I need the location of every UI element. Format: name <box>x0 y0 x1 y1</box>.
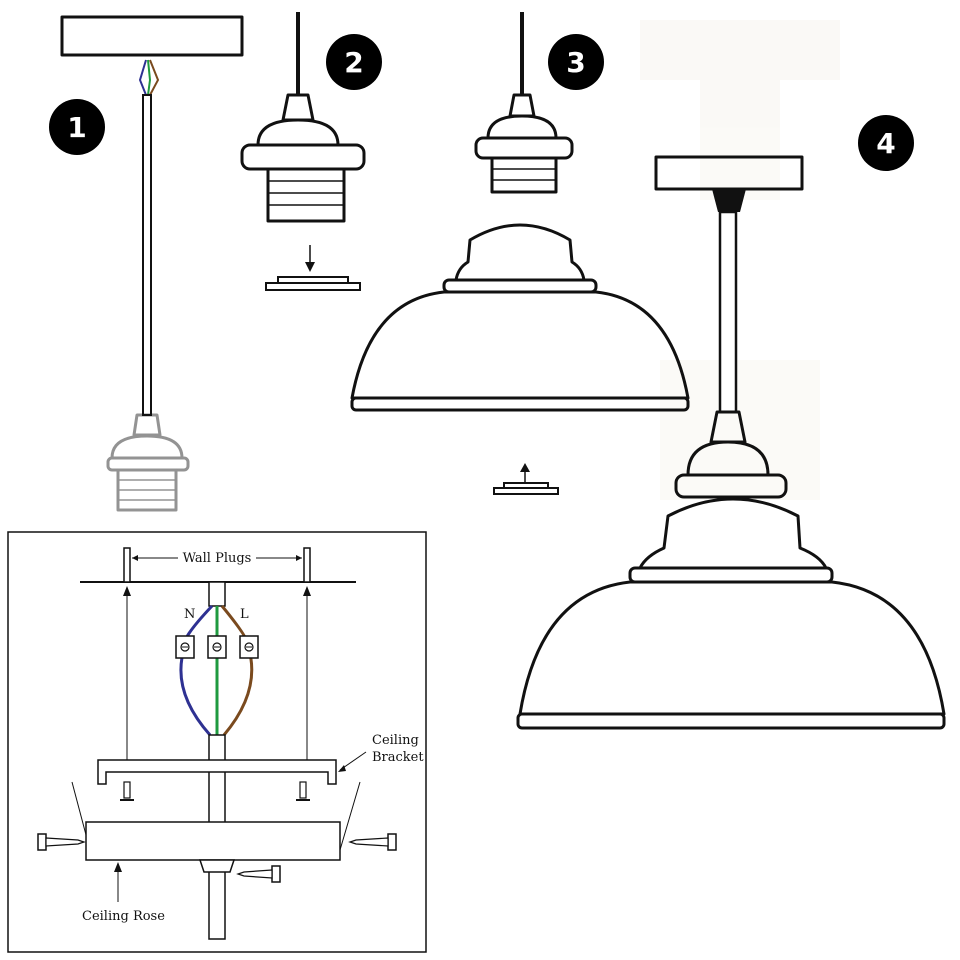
ceiling-bracket-label-line2: Bracket <box>372 750 424 765</box>
step-3-number: 3 <box>566 46 585 79</box>
holder-top <box>709 410 747 444</box>
step-4-number: 4 <box>876 127 895 160</box>
lamp-shade <box>350 223 690 412</box>
watermark <box>640 20 840 500</box>
lamp-shade <box>516 497 946 730</box>
holder-flange <box>240 143 366 171</box>
wall-plug-left <box>123 547 131 583</box>
holder-dome <box>256 118 340 147</box>
holder-flange <box>674 473 788 499</box>
wire-neutral <box>138 59 147 96</box>
bracket-screw-left <box>120 781 134 801</box>
holder-dome <box>486 114 558 140</box>
up-arrow <box>520 463 530 483</box>
step-3-badge <box>548 34 604 90</box>
live-label: L <box>240 607 249 622</box>
bracket-screw-right <box>296 781 310 801</box>
wall-plugs-label: Wall Plugs <box>183 551 252 566</box>
shade-ring <box>265 276 361 291</box>
ceiling-bracket <box>97 759 337 785</box>
shade-ring <box>493 482 559 495</box>
holder-thread <box>266 167 346 223</box>
holder-top <box>281 93 315 122</box>
wall-plug-right <box>303 547 311 583</box>
ceiling-rose-block <box>60 15 244 57</box>
terminal-earth <box>207 635 227 659</box>
pendant-cable <box>142 94 152 416</box>
holder-thread <box>490 156 558 194</box>
ceiling-rose <box>85 821 341 861</box>
wire-live <box>149 59 160 96</box>
holder-flange <box>474 136 574 160</box>
ceiling-rose-label: Ceiling Rose <box>82 909 165 924</box>
lamp-holder-faded <box>106 413 190 512</box>
holder-top <box>508 93 536 118</box>
side-screw-right <box>348 833 397 851</box>
grip-screw <box>236 865 281 883</box>
neutral-label: N <box>184 607 195 622</box>
wire-earth <box>147 59 152 96</box>
down-arrow <box>305 245 315 272</box>
step-1-number: 1 <box>67 111 86 144</box>
mains-cable <box>208 581 226 607</box>
step-2-number: 2 <box>344 46 363 79</box>
terminal-neutral <box>175 635 195 659</box>
step-2-group: 2 <box>240 12 382 291</box>
holder-dome <box>686 440 770 477</box>
step-1-badge <box>49 99 105 155</box>
step-3-group: 3 <box>350 12 690 495</box>
wiring-inset: Wall Plugs N L <box>7 531 427 953</box>
step-4-badge <box>858 115 914 171</box>
step-4-group: 4 <box>516 115 946 730</box>
step-2-badge <box>326 34 382 90</box>
cord-grip <box>712 189 746 212</box>
pendant-cable <box>718 210 738 414</box>
step-1-group: 1 <box>49 15 244 512</box>
side-screw-left <box>37 833 86 851</box>
terminal-live <box>239 635 259 659</box>
ceiling-bracket-label-line1: Ceiling <box>372 733 419 748</box>
